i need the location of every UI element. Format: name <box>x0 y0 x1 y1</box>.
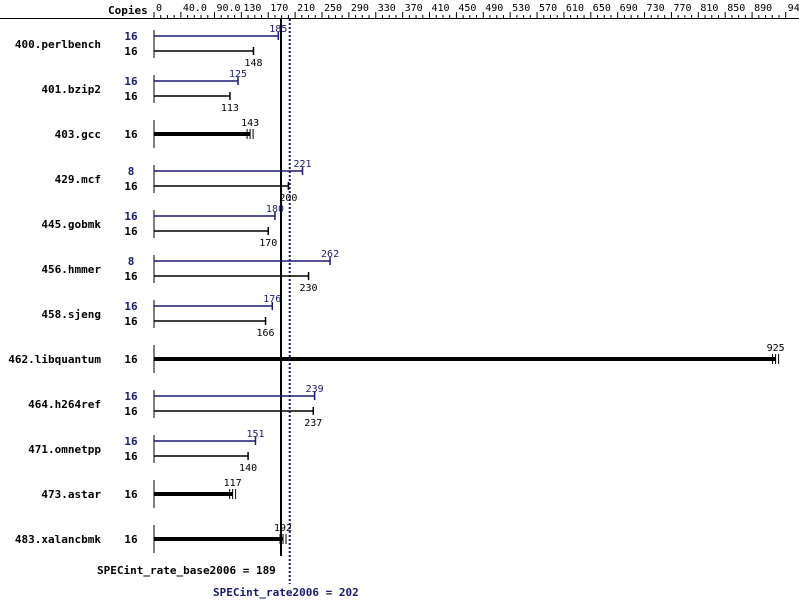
base-value-label: 143 <box>241 118 259 129</box>
base-value-label: 170 <box>259 238 277 249</box>
base-copies-label: 16 <box>124 315 138 328</box>
axis-tick-label: 210 <box>297 3 315 14</box>
benchmark-label: 456.hmmer <box>41 263 101 276</box>
axis-tick-label: 130 <box>243 3 261 14</box>
peak-copies-label: 8 <box>128 255 135 268</box>
axis-tick-label: 810 <box>700 3 718 14</box>
benchmark-label: 403.gcc <box>55 128 101 141</box>
peak-value-label: 180 <box>266 204 284 215</box>
benchmark-label: 471.omnetpp <box>28 443 101 456</box>
base-copies-label: 16 <box>124 45 138 58</box>
peak-copies-label: 16 <box>124 30 138 43</box>
peak-copies-label: 16 <box>124 390 138 403</box>
axis-tick-label: 570 <box>539 3 557 14</box>
base-copies-label: 16 <box>124 128 138 141</box>
peak-value-label: 262 <box>321 249 339 260</box>
axis-tick-label: 410 <box>432 3 450 14</box>
axis-tick-label: 330 <box>378 3 396 14</box>
benchmark-label: 429.mcf <box>55 173 101 186</box>
base-copies-label: 16 <box>124 533 138 546</box>
base-value-label: 200 <box>279 193 297 204</box>
benchmark-label: 458.sjeng <box>41 308 101 321</box>
peak-value-label: 176 <box>263 294 281 305</box>
axis-tick-label: 170 <box>270 3 288 14</box>
peak-copies-label: 16 <box>124 210 138 223</box>
peak-value-label: 185 <box>269 24 287 35</box>
axis-tick-label: 0 <box>156 3 162 14</box>
axis-tick-label: 40.0 <box>183 3 207 14</box>
axis-tick-label: 290 <box>351 3 369 14</box>
axis-tick-label: 730 <box>647 3 665 14</box>
peak-value-label: 221 <box>293 159 311 170</box>
axis-tick-label: 450 <box>458 3 476 14</box>
base-copies-label: 16 <box>124 405 138 418</box>
axis-tick-label: 610 <box>566 3 584 14</box>
base-value-label: 230 <box>300 283 318 294</box>
peak-copies-label: 16 <box>124 75 138 88</box>
base-copies-label: 16 <box>124 450 138 463</box>
axis-tick-label: 690 <box>620 3 638 14</box>
base-copies-label: 16 <box>124 180 138 193</box>
benchmark-label: 445.gobmk <box>41 218 101 231</box>
peak-value-label: 125 <box>229 69 247 80</box>
benchmark-label: 483.xalancbmk <box>15 533 101 546</box>
axis-tick-label: 890 <box>754 3 772 14</box>
benchmark-label: 473.astar <box>41 488 101 501</box>
axis-tick-label: 650 <box>593 3 611 14</box>
base-value-label: 166 <box>257 328 275 339</box>
base-copies-label: 16 <box>124 90 138 103</box>
axis-tick-label: 530 <box>512 3 530 14</box>
base-copies-label: 16 <box>124 225 138 238</box>
base-summary-label: SPECint_rate_base2006 = 189 <box>97 564 276 577</box>
benchmark-label: 401.bzip2 <box>41 83 101 96</box>
base-value-label: 113 <box>221 103 239 114</box>
peak-value-label: 151 <box>246 429 264 440</box>
axis-tick-label: 850 <box>727 3 745 14</box>
benchmark-label: 464.h264ref <box>28 398 101 411</box>
axis-tick-label: 770 <box>673 3 691 14</box>
axis-tick-label: 90.0 <box>216 3 240 14</box>
base-value-label: 148 <box>244 58 262 69</box>
axis-tick-label: 250 <box>324 3 342 14</box>
axis-tick-label: 370 <box>405 3 423 14</box>
peak-copies-label: 16 <box>124 435 138 448</box>
peak-copies-label: 8 <box>128 165 135 178</box>
benchmark-label: 400.perlbench <box>15 38 101 51</box>
base-copies-label: 16 <box>124 270 138 283</box>
base-value-label: 237 <box>304 418 322 429</box>
base-copies-label: 16 <box>124 353 138 366</box>
peak-value-label: 239 <box>306 384 324 395</box>
peak-copies-label: 16 <box>124 300 138 313</box>
base-copies-label: 16 <box>124 488 138 501</box>
axis-tick-label: 940 <box>788 3 799 14</box>
benchmark-label: 462.libquantum <box>8 353 101 366</box>
peak-summary-label: SPECint_rate2006 = 202 <box>213 586 359 599</box>
base-value-label: 192 <box>274 523 292 534</box>
base-value-label: 117 <box>224 478 242 489</box>
base-value-label: 925 <box>767 343 785 354</box>
axis-tick-label: 490 <box>485 3 503 14</box>
base-value-label: 140 <box>239 463 257 474</box>
axis-title: Copies <box>108 4 148 17</box>
